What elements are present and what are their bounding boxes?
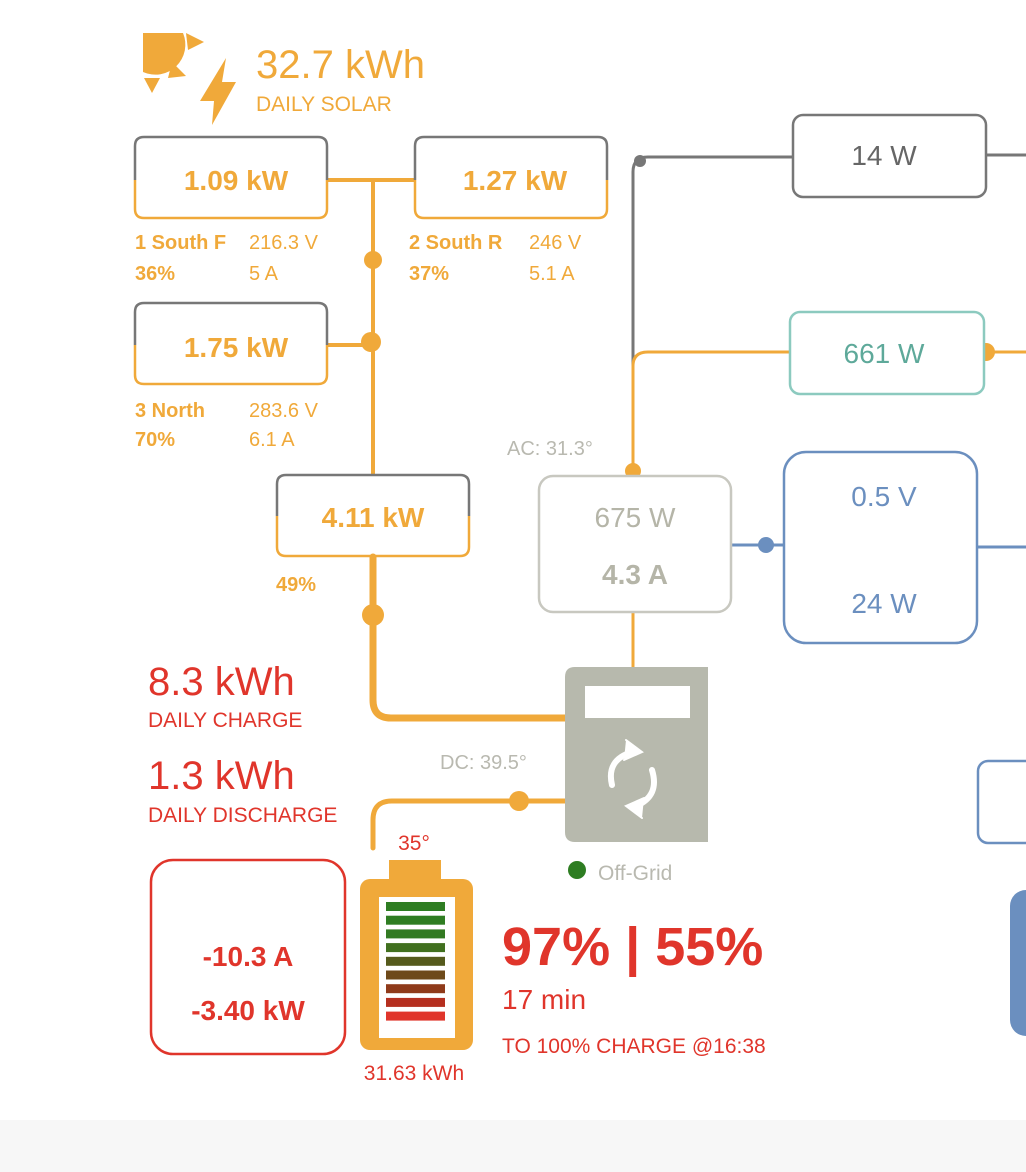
battery-level-bar <box>386 997 445 1007</box>
battery-soc: 97% | 55% <box>502 917 763 978</box>
pv-string-1-name: 1 South F <box>135 232 226 254</box>
partial-box-right[interactable] <box>976 759 1026 845</box>
daily-discharge-label: DAILY DISCHARGE <box>148 804 337 827</box>
pv-string-2-voltage: 246 V <box>529 232 582 254</box>
flow-line-aux <box>631 155 794 476</box>
refresh-icon <box>608 739 657 819</box>
grid-voltage: 0.5 V <box>851 481 917 512</box>
battery-level-bar <box>386 1011 445 1021</box>
grid-box[interactable]: 0.5 V 24 W <box>782 450 979 645</box>
flow-dot <box>634 155 646 167</box>
flow-dot <box>364 251 382 269</box>
pv-string-3-name: 3 North <box>135 400 205 422</box>
flow-dot <box>362 604 384 626</box>
battery-level-bar <box>386 970 445 980</box>
inverter-status: Off-Grid <box>598 862 672 885</box>
pv-string-2-power: 1.27 kW <box>463 165 568 196</box>
footer-bar <box>0 1120 1026 1172</box>
aux-load-box[interactable]: 14 W <box>791 113 988 199</box>
pv-string-2[interactable]: 1.27 kW <box>413 135 609 220</box>
daily-charge-label: DAILY CHARGE <box>148 709 302 732</box>
pv-string-1-percent: 36% <box>135 263 175 285</box>
battery-time-remaining: 17 min <box>502 984 586 1015</box>
pv-string-2-percent: 37% <box>409 263 449 285</box>
battery-level-bar <box>386 956 445 966</box>
daily-solar-value: 32.7 kWh <box>256 43 425 87</box>
pv-string-1-current: 5 A <box>249 263 279 285</box>
flow-line-load <box>631 350 791 476</box>
flow-dot <box>758 537 774 553</box>
battery-capacity: 31.63 kWh <box>364 1062 464 1085</box>
battery-flow-box[interactable]: -10.3 A -3.40 kW <box>149 858 347 1056</box>
partial-panel-right[interactable] <box>1010 890 1026 1036</box>
power-flow-diagram: 32.7 kWh DAILY SOLAR 1.09 kW 1 South F 2… <box>133 33 1026 1085</box>
load-box[interactable]: 661 W <box>788 310 986 396</box>
sun-bolt-icon <box>143 33 236 125</box>
battery-level-bar <box>386 984 445 994</box>
pv-total[interactable]: 4.11 kW <box>275 473 471 558</box>
inverter-dc-temp: DC: 39.5° <box>440 752 527 774</box>
battery-current: -10.3 A <box>203 941 294 972</box>
pv-string-3-voltage: 283.6 V <box>249 400 319 422</box>
inverter-power: 675 W <box>595 502 676 533</box>
inverter-device <box>565 667 708 842</box>
flow-line-solar-inverter <box>369 553 570 722</box>
status-dot-icon <box>568 861 586 879</box>
battery-level-bar <box>386 929 445 939</box>
flow-dot <box>361 332 381 352</box>
battery-icon <box>360 860 473 1050</box>
battery-temp: 35° <box>398 832 430 855</box>
pv-total-power: 4.11 kW <box>322 502 425 533</box>
grid-power: 24 W <box>851 588 917 619</box>
pv-string-3-percent: 70% <box>135 429 175 451</box>
daily-charge-value: 8.3 kWh <box>148 660 295 704</box>
inverter-ac-temp: AC: 31.3° <box>507 438 593 460</box>
inverter-current: 4.3 A <box>602 559 668 590</box>
daily-discharge-value: 1.3 kWh <box>148 754 295 798</box>
pv-string-3-power: 1.75 kW <box>184 332 289 363</box>
flow-line-battery <box>370 798 569 851</box>
inverter-box[interactable]: 675 W 4.3 A <box>537 474 733 614</box>
battery-power: -3.40 kW <box>191 995 305 1026</box>
battery-level-bar <box>386 915 445 925</box>
load-power: 661 W <box>844 338 925 369</box>
battery-level-bar <box>386 902 445 911</box>
pv-string-1[interactable]: 1.09 kW <box>133 135 329 220</box>
pv-string-3-current: 6.1 A <box>249 429 295 451</box>
daily-solar-label: DAILY SOLAR <box>256 93 392 116</box>
battery-time-label: TO 100% CHARGE @16:38 <box>502 1035 766 1058</box>
pv-string-1-voltage: 216.3 V <box>249 232 319 254</box>
pv-string-3[interactable]: 1.75 kW <box>133 301 329 386</box>
pv-string-1-power: 1.09 kW <box>184 165 289 196</box>
pv-string-2-current: 5.1 A <box>529 263 575 285</box>
flow-dot <box>509 791 529 811</box>
pv-string-2-name: 2 South R <box>409 232 503 254</box>
battery-level-bar <box>386 943 445 953</box>
aux-power: 14 W <box>851 140 917 171</box>
pv-total-percent: 49% <box>276 574 316 596</box>
